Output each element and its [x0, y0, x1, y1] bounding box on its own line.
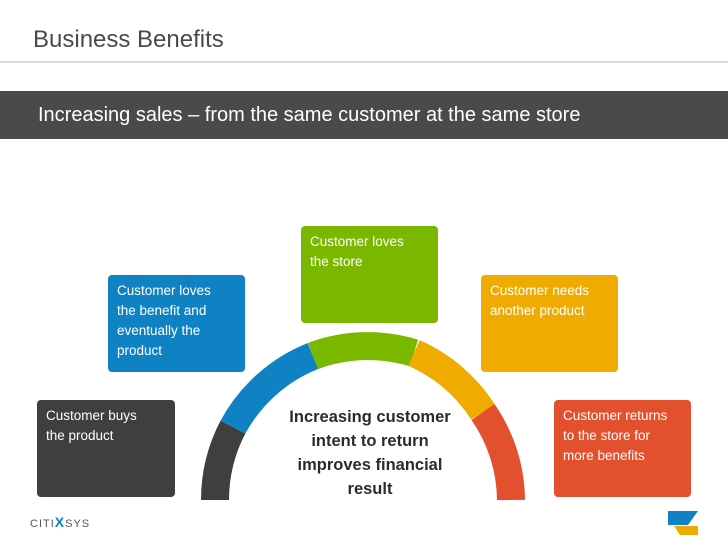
step-line: the benefit and — [117, 303, 207, 318]
center-line: improves financial — [297, 456, 443, 474]
arc-segment-green — [308, 332, 419, 370]
step-line: another product — [490, 303, 585, 318]
subtitle-banner: Increasing sales – from the same custome… — [0, 91, 728, 139]
center-line: intent to return — [311, 432, 429, 450]
step-line: Customer returns — [563, 408, 668, 423]
step-line: product — [117, 343, 163, 358]
logo-text-before: CITI — [30, 518, 55, 530]
step-customer-buys: Customer buys the product — [37, 400, 175, 497]
arc-segment-blue — [220, 342, 319, 434]
step-line: Customer loves — [310, 234, 404, 249]
center-statement: Increasing customer intent to return imp… — [270, 405, 470, 501]
step-customer-loves-benefit: Customer loves the benefit and eventuall… — [108, 275, 245, 372]
step-line: Customer buys — [46, 408, 137, 423]
citixsys-logo: CITIXSYS — [30, 514, 90, 534]
title-divider — [0, 61, 728, 63]
step-line: eventually the — [117, 323, 201, 338]
step-line: Customer loves — [117, 283, 211, 298]
arc-segment-dark — [201, 420, 246, 501]
center-line: result — [347, 480, 393, 498]
step-line: Customer needs — [490, 283, 590, 298]
step-line: to the store for — [563, 428, 651, 443]
step-line: the store — [310, 254, 363, 269]
subtitle-text: Increasing sales – from the same custome… — [38, 104, 581, 126]
sap-partner-logo-icon — [668, 511, 698, 535]
slide-title: Business Benefits — [33, 26, 224, 53]
step-customer-loves-store: Customer loves the store — [301, 226, 438, 323]
step-line: the product — [46, 428, 114, 443]
step-line: more benefits — [563, 448, 645, 463]
step-customer-needs-product: Customer needs another product — [481, 275, 618, 372]
arc-segment-yellow — [408, 340, 495, 420]
logo-text-after: SYS — [65, 518, 91, 530]
arc-segment-red — [471, 404, 525, 501]
center-line: Increasing customer — [289, 408, 451, 426]
step-customer-returns: Customer returns to the store for more b… — [554, 400, 691, 497]
logo-x-mark: X — [54, 514, 66, 530]
